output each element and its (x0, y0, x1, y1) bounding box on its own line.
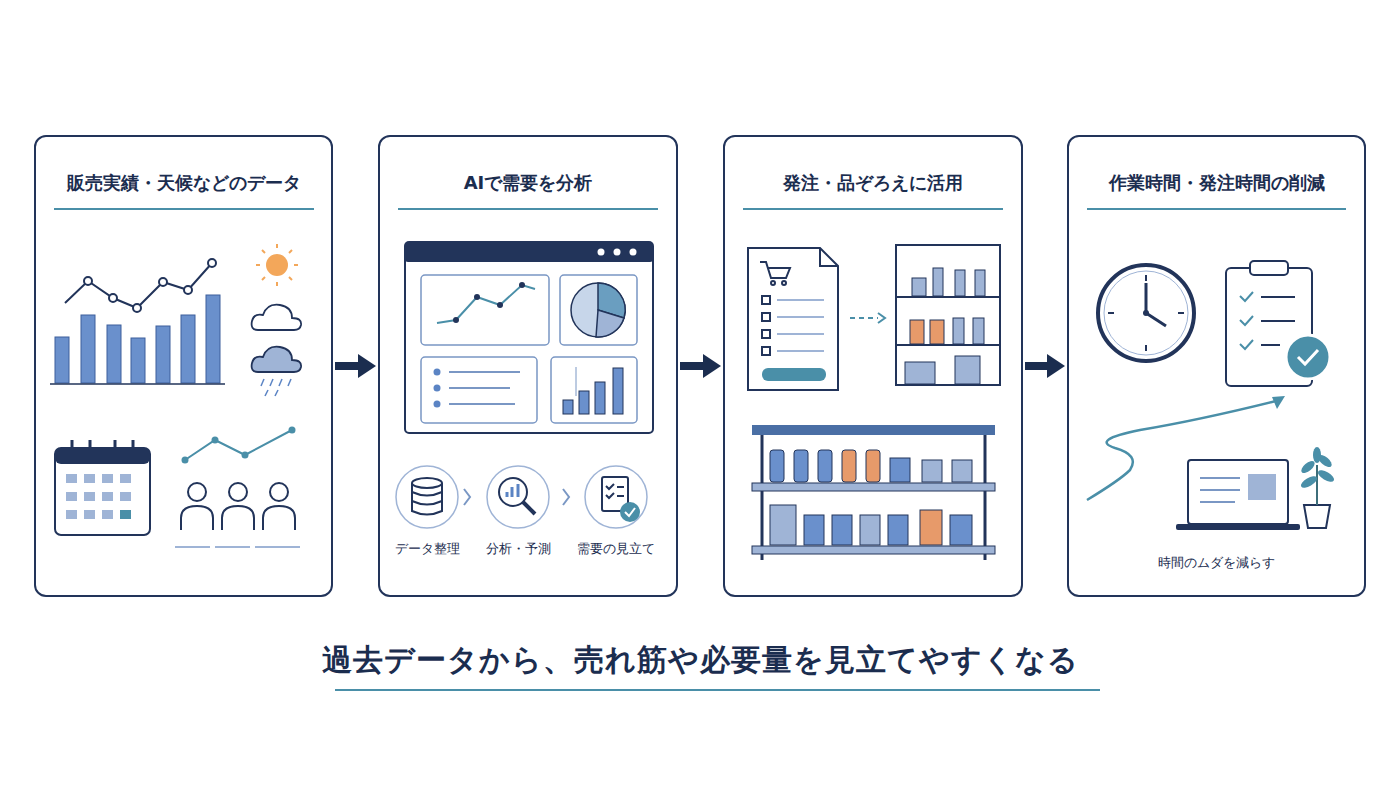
step-label: データ整理 (395, 541, 460, 557)
plant-icon (1299, 447, 1336, 528)
step-label: 需要の見立て (577, 541, 655, 557)
clock-icon (1098, 265, 1194, 361)
order-sheet (748, 248, 885, 390)
sales-chart (50, 259, 225, 384)
store-shelf-small (896, 245, 1000, 385)
caption: 過去データから、売れ筋や必要量を見立てやすくなる (0, 640, 1400, 679)
step-label: 分析・予測 (486, 541, 551, 557)
panel-heading: 発注・品ぞろえに活用 (725, 171, 1021, 194)
flow-arrow (680, 354, 721, 378)
customer-icons (175, 427, 300, 548)
panel-heading: 作業時間・発注時間の削減 (1069, 171, 1364, 194)
process-panel: 販売実績・天候などのデータ (34, 135, 333, 597)
laptop-icon (1176, 460, 1300, 530)
flow-arrow (1025, 354, 1065, 378)
store-shelf-large (752, 425, 995, 560)
dashboard-window (405, 242, 653, 433)
process-panel: 作業時間・発注時間の削減 (1067, 135, 1366, 597)
process-panel: AIで需要を分析 (378, 135, 678, 597)
step-label: 時間のムダを減らす (1158, 555, 1275, 571)
panel-heading: AIで需要を分析 (380, 171, 676, 194)
process-panel: 発注・品ぞろえに活用 (723, 135, 1023, 597)
progress-curve (1087, 396, 1285, 500)
weather-icons (252, 244, 301, 396)
heading-underlines (54, 209, 1346, 690)
panel-heading: 販売実績・天候などのデータ (36, 171, 331, 194)
process-icons (396, 466, 647, 528)
checklist-icon (1226, 261, 1330, 386)
calendar-icon (55, 440, 150, 535)
flow-arrow (335, 354, 376, 378)
